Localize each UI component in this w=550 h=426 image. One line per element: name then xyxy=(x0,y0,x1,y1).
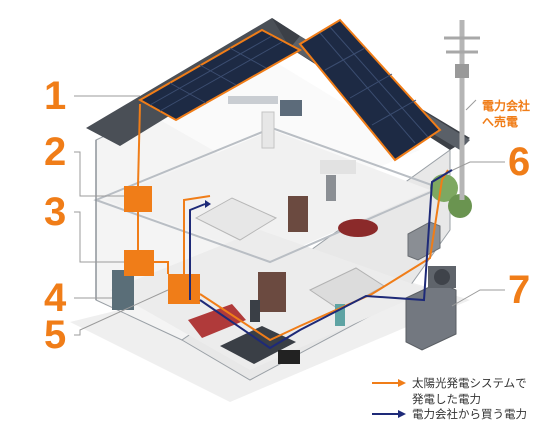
callout-2: 2 xyxy=(44,130,67,174)
solar-panel-left-grid xyxy=(149,35,283,112)
solar-panel-right-grid xyxy=(319,26,429,144)
legend-grid-text: 電力会社から買う電力 xyxy=(412,407,527,421)
callout-5: 5 xyxy=(44,313,67,357)
legend-solar-text-line1: 太陽光発電システムで xyxy=(412,376,527,390)
attic-mannequin xyxy=(261,111,275,149)
solar-panel-left[interactable] xyxy=(137,28,303,122)
sofa xyxy=(188,304,246,338)
tv xyxy=(278,350,300,364)
storage-battery[interactable] xyxy=(112,270,134,310)
transformer xyxy=(455,64,469,78)
desk xyxy=(320,160,356,174)
callout-4: 4 xyxy=(44,276,67,320)
callout-3: 3 xyxy=(44,190,67,234)
sell-to-utility-label: 電力会社 へ売電 xyxy=(482,98,548,130)
callout-7: 7 xyxy=(508,268,531,312)
legend-grid: 電力会社から買う電力 xyxy=(412,406,527,422)
round-table xyxy=(338,219,378,237)
upstairs-person xyxy=(326,175,336,201)
callout-1: 1 xyxy=(44,74,67,118)
rug xyxy=(220,326,296,364)
callout-6: 6 xyxy=(508,140,531,184)
sell-to-utility-line1: 電力会社 xyxy=(482,99,531,113)
legend-solar-text-line2: 発電した電力 xyxy=(412,392,481,406)
tree-icon-2 xyxy=(448,194,472,218)
attic-ventilation-unit xyxy=(280,100,302,116)
legend-grid-arrow xyxy=(398,410,406,418)
grid-power-flow xyxy=(189,169,453,350)
legend-solar: 太陽光発電システムで 発電した電力 xyxy=(412,375,527,407)
sell-to-utility-line2: へ売電 xyxy=(482,115,519,129)
downstairs-person xyxy=(250,300,260,322)
monitor-unit[interactable] xyxy=(168,274,200,304)
solar-arrow-head-2 xyxy=(134,250,142,256)
legend-solar-arrow xyxy=(398,379,406,387)
solar-panel-right[interactable] xyxy=(298,18,442,162)
wardrobe xyxy=(288,196,308,232)
kitchen-chair xyxy=(335,304,345,326)
tree-icon xyxy=(430,174,458,202)
fan-icon xyxy=(434,269,450,285)
grid-arrow-head xyxy=(205,200,211,208)
bed xyxy=(194,197,278,241)
attic-duct xyxy=(228,96,278,104)
bookshelf xyxy=(258,272,286,312)
solar-power-flow xyxy=(137,103,449,342)
solar-arrow-head xyxy=(134,186,142,192)
